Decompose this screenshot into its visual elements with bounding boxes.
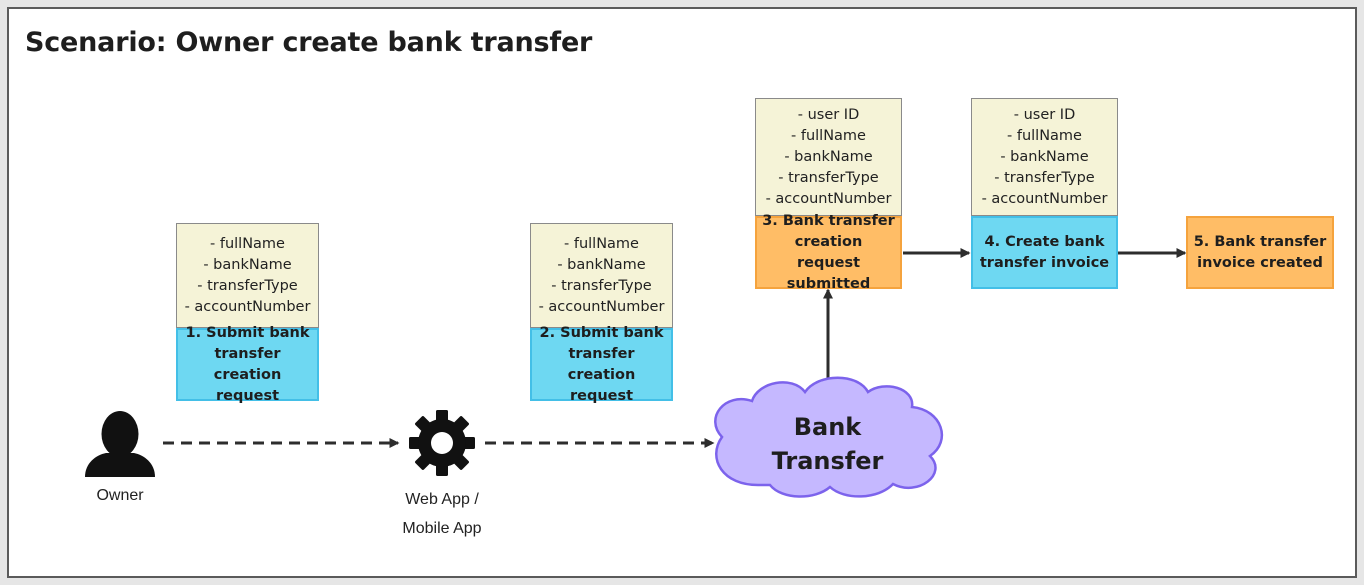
step-3-request-submitted: 3. Bank transfer creation request submit… [755,213,902,292]
step-line: 4. Create bank [984,233,1105,250]
step-line: transfer invoice [979,254,1110,271]
step-line: 3. Bank transfer [762,212,895,229]
step-2-submit-request: 2. Submit bank transfer creation request [530,325,673,404]
note-1: - fullName - bankName - transferType - a… [176,223,319,328]
cloud-label-line-2: Transfer [771,447,884,475]
app-label-line-1: Web App / [405,491,479,508]
step-line: transfer creation [213,345,282,383]
note-3: - user ID - fullName - bankName - transf… [755,98,902,216]
note-line: - transferType [778,169,879,186]
note-line: - fullName [210,235,285,252]
note-line: - accountNumber [184,298,311,315]
step-line: request [569,387,634,404]
step-line: 5. Bank transfer [1193,233,1327,250]
step-line: transfer creation [567,345,636,383]
step-4-create-invoice: 4. Create bank transfer invoice [971,216,1118,289]
note-line: - accountNumber [765,190,892,207]
step-line: 2. Submit bank [539,324,664,341]
note-line: - transferType [197,277,298,294]
owner-label: Owner [96,487,144,504]
note-line: - fullName [1007,127,1082,144]
cloud-label: Bank Transfer [725,410,930,478]
note-line: - transferType [551,277,652,294]
note-4: - user ID - fullName - bankName - transf… [971,98,1118,216]
note-line: - bankName [557,256,646,273]
note-line: - user ID [1013,106,1076,123]
note-line: - user ID [797,106,860,123]
diagram-title: Scenario: Owner create bank transfer [25,27,593,58]
step-1-submit-request: 1. Submit bank transfer creation request [176,325,319,404]
note-line: - bankName [784,148,873,165]
note-line: - bankName [1000,148,1089,165]
note-2: - fullName - bankName - transferType - a… [530,223,673,328]
note-line: - fullName [564,235,639,252]
step-5-invoice-created: 5. Bank transfer invoice created [1186,216,1334,289]
note-line: - transferType [994,169,1095,186]
step-line: submitted [786,275,871,292]
cloud-shape [714,376,944,498]
app-label: Web App / Mobile App [372,485,512,543]
step-line: request [215,387,280,404]
note-line: - fullName [791,127,866,144]
gear-icon [409,410,475,476]
step-line: creation request [794,233,863,271]
step-line: invoice created [1197,254,1323,271]
note-line: - bankName [203,256,292,273]
cloud-label-line-1: Bank [793,413,862,441]
app-label-line-2: Mobile App [402,520,482,537]
note-line: - accountNumber [981,190,1108,207]
step-line: 1. Submit bank [185,324,310,341]
note-line: - accountNumber [538,298,665,315]
person-icon [85,411,155,477]
